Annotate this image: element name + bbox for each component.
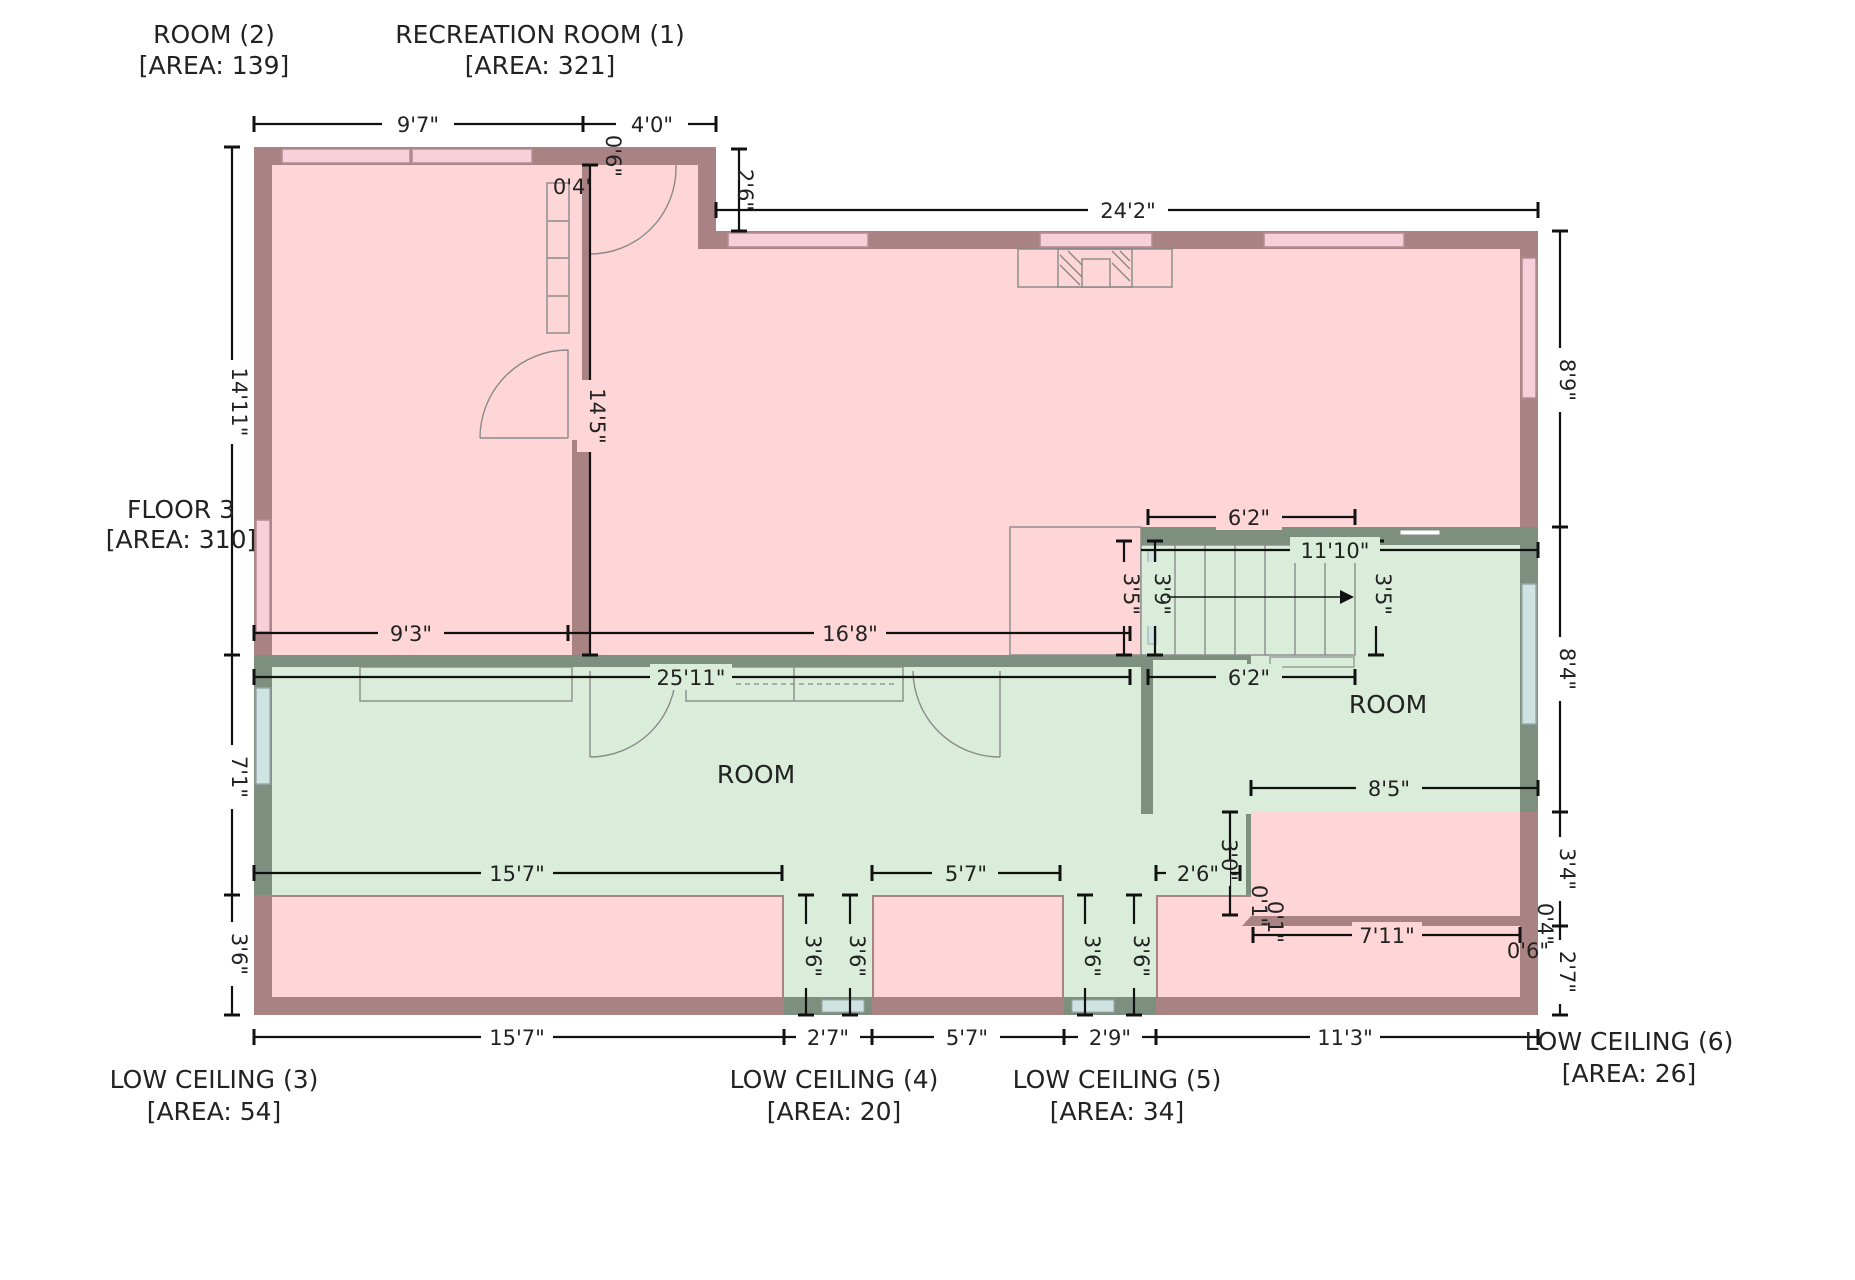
dim-left-mid: 7'1" (227, 756, 251, 798)
rec-room-area-label: [AREA: 321] (465, 51, 616, 80)
dimension-labels: 9'7" 4'0" 0'6" 0'4' 2'6" 24'2" 14'11" 7'… (218, 111, 1579, 1050)
dim-right-34: 3'4" (1555, 848, 1579, 890)
dim-right-upper: 8'9" (1555, 359, 1579, 401)
dim-top-rec-long: 24'2" (1100, 199, 1156, 223)
dim-lc-15-7: 15'7" (489, 862, 545, 886)
dim-stair-bottom: 6'2" (1228, 666, 1270, 690)
low-ceiling-3-name: LOW CEILING (3) (110, 1065, 319, 1094)
low-ceiling-3-area (254, 895, 784, 1015)
dim-lc-5-7: 5'7" (945, 862, 987, 886)
dim-gap-b2: 3'6" (1129, 935, 1153, 977)
low-ceiling-3-area-label: [AREA: 54] (147, 1097, 282, 1126)
low-ceiling-6-area-label: [AREA: 26] (1562, 1059, 1697, 1088)
dim-lc-0-1b: 0'1" (1263, 901, 1287, 943)
dim-lc-3-0: 3'0" (1217, 839, 1241, 881)
room2-area (254, 147, 586, 655)
dim-rec-width: 16'8" (822, 622, 878, 646)
room-main-area (254, 655, 1258, 927)
room-right-area (1141, 527, 1538, 814)
dim-stair-35a: 3'5" (1119, 573, 1143, 615)
dim-bottom-2-7: 2'7" (807, 1026, 849, 1050)
dim-nook-04: 0'4' (553, 175, 591, 199)
closet-shelves-icon (546, 182, 570, 334)
dim-lc-0-1: 0'1" (1247, 885, 1271, 927)
dim-lc6-04: 0'4" (1533, 903, 1557, 945)
floor-area-label: [AREA: 310] (106, 525, 257, 554)
dim-bottom-5-7: 5'7" (946, 1026, 988, 1050)
dim-right-27: 2'7" (1555, 951, 1579, 993)
dim-lc-2-6: 2'6" (1177, 862, 1219, 886)
low-ceiling-6-area (1242, 812, 1538, 1015)
dim-left-bottom: 3'6" (227, 933, 251, 975)
dim-nook-26: 2'6" (733, 169, 757, 211)
dim-gap-b1: 3'6" (1080, 935, 1104, 977)
dim-lc6-06: 0'6" (1507, 939, 1549, 963)
room2-area-label: [AREA: 139] (139, 51, 290, 80)
room-main-label: ROOM (717, 760, 795, 789)
dim-left-upper: 14'11" (227, 368, 251, 437)
dim-stair-top: 6'2" (1228, 506, 1270, 530)
dim-room-right-width: 8'5" (1368, 777, 1410, 801)
low-ceiling-4-name: LOW CEILING (4) (730, 1065, 939, 1094)
dim-top-room2: 9'7" (397, 113, 439, 137)
low-ceiling-5-area-label: [AREA: 34] (1050, 1097, 1185, 1126)
low-ceiling-4-area (872, 895, 1064, 1015)
cabinets-icon (359, 526, 1142, 702)
windows (255, 148, 1537, 785)
fireplace-icon (1017, 248, 1173, 288)
dim-top-small: 0'6" (601, 135, 625, 177)
dim-room2-width: 9'3" (390, 622, 432, 646)
dim-bottom-11-3: 11'3" (1317, 1026, 1373, 1050)
dim-partition: 14'5" (585, 388, 609, 444)
rec-room-name: RECREATION ROOM (1) (395, 20, 685, 49)
low-ceiling-5-name: LOW CEILING (5) (1013, 1065, 1222, 1094)
dim-right-mid: 8'4" (1555, 648, 1579, 690)
dim-top-rec: 4'0" (631, 113, 673, 137)
dim-gap-a2: 3'6" (845, 935, 869, 977)
dim-bottom-15-7: 15'7" (489, 1026, 545, 1050)
room-labels: ROOM (2) [AREA: 139] RECREATION ROOM (1)… (106, 20, 1734, 1126)
dim-bottom-2-9: 2'9" (1089, 1026, 1131, 1050)
dim-lc6-width: 7'11" (1359, 924, 1415, 948)
dim-stair-39: 3'9" (1150, 573, 1174, 615)
dim-stair-right: 11'10" (1301, 539, 1370, 563)
low-ceiling-6-name: LOW CEILING (6) (1525, 1027, 1734, 1056)
room2-name: ROOM (2) (153, 20, 275, 49)
dim-stair-35b: 3'5" (1371, 573, 1395, 615)
floor-name: FLOOR 3 (127, 495, 235, 524)
dim-hall-long: 25'11" (657, 666, 726, 690)
dim-gap-a1: 3'6" (801, 935, 825, 977)
room-right-label: ROOM (1349, 690, 1427, 719)
low-ceiling-4-area-label: [AREA: 20] (767, 1097, 902, 1126)
